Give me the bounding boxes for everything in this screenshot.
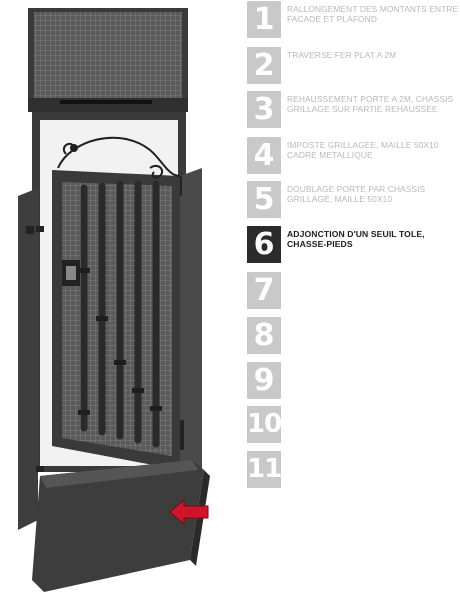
security-door-drawing <box>18 8 210 592</box>
legend-list: 1 RALLONGEMENT DES MONTANTS ENTRE FACADE … <box>247 0 460 600</box>
step-number-badge: 2 <box>247 47 281 84</box>
red-arrow-icon <box>169 498 209 526</box>
legend-step-3: 3 REHAUSSEMENT PORTE A 2M, CHASSIS GRILLA… <box>247 90 460 130</box>
step-description: TRAVERSE FER PLAT A 2M <box>287 50 397 60</box>
legend-step-9: 9 <box>247 361 460 401</box>
step-description: ADJONCTION D'UN SEUIL TOLE, CHASSE-PIEDS <box>287 229 425 249</box>
step-number-badge: 4 <box>247 137 281 174</box>
step-description: IMPOSTE GRILLAGEE, MAILLE 50x10 CADRE ME… <box>287 140 439 160</box>
step-number-badge: 10 <box>247 406 282 443</box>
step-number-badge: 8 <box>247 317 281 354</box>
scroll-ornament <box>57 136 181 179</box>
legend-step-1: 1 RALLONGEMENT DES MONTANTS ENTRE FACADE … <box>247 0 460 40</box>
step-number-badge: 1 <box>247 1 281 38</box>
step-number-badge: 7 <box>247 272 281 309</box>
legend-step-7: 7 <box>247 271 460 311</box>
step-number-badge: 11 <box>247 451 282 488</box>
step-description: RALLONGEMENT DES MONTANTS ENTRE FACADE E… <box>287 4 459 24</box>
bar-clips <box>78 268 162 415</box>
legend-step-2: 2 TRAVERSE FER PLAT A 2M <box>247 46 460 86</box>
step-number-badge: 5 <box>247 181 281 218</box>
step-description: DOUBLAGE PORTE PAR CHASSIS GRILLAGE, MAI… <box>287 184 426 204</box>
door-mesh-panel <box>52 170 180 470</box>
step-number-badge: 3 <box>247 91 281 128</box>
step-number-badge: 9 <box>247 362 281 399</box>
top-mesh-panel <box>28 8 188 104</box>
step-description: REHAUSSEMENT PORTE A 2M, CHASSIS GRILLAG… <box>287 94 454 114</box>
legend-step-11: 11 <box>247 450 460 490</box>
flat-bar-traverse <box>28 98 188 112</box>
legend-step-10: 10 <box>247 405 460 445</box>
vertical-bars <box>80 180 160 448</box>
legend-step-5: 5 DOUBLAGE PORTE PAR CHASSIS GRILLAGE, MA… <box>247 180 460 220</box>
legend-step-6: 6 ADJONCTION D'UN SEUIL TOLE, CHASSE-PIED… <box>247 225 460 265</box>
step-number-badge: 6 <box>247 226 281 263</box>
lock-box <box>62 260 80 286</box>
kick-plate-threshold <box>32 460 210 592</box>
legend-step-8: 8 <box>247 316 460 356</box>
legend-step-4: 4 IMPOSTE GRILLAGEE, MAILLE 50x10 CADRE M… <box>247 136 460 176</box>
open-door-leaf <box>18 188 44 530</box>
